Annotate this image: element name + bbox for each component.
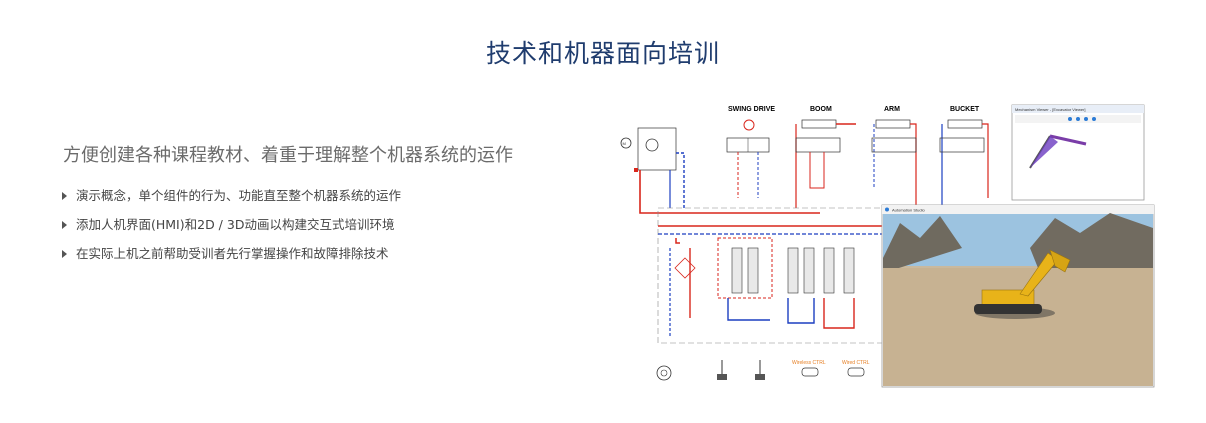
simulation-window[interactable]: Automation Studio — [881, 204, 1155, 388]
boom-label: BOOM — [810, 106, 832, 113]
feature-text: 添加人机界面(HMI)和2D / 3D动画以构建交互式培训环境 — [76, 217, 395, 232]
feature-text: 演示概念，单个组件的行为、功能直至整个机器系统的运作 — [76, 188, 402, 203]
feature-item: 添加人机界面(HMI)和2D / 3D动画以构建交互式培训环境 — [62, 215, 401, 244]
bucket-label: BUCKET — [950, 106, 980, 113]
feature-item: 在实际上机之前帮助受训者先行掌握操作和故障排除技术 — [62, 244, 401, 273]
svg-text:M: M — [623, 141, 626, 146]
bucket-circuit — [939, 119, 989, 208]
mechanism-viewer-title: Mechanism Viewer - [Excavator Viewer] — [1015, 107, 1086, 112]
hydraulic-simulation-figure: M SWING DRIVE BOOM ARM BUCKET — [610, 98, 1170, 393]
boom-circuit — [795, 119, 856, 208]
pump-unit: M — [620, 127, 820, 214]
bullet-arrow-icon — [62, 192, 67, 200]
feature-list: 演示概念，单个组件的行为、功能直至整个机器系统的运作 添加人机界面(HMI)和2… — [62, 186, 401, 273]
simulation-window-title: Automation Studio — [892, 208, 925, 213]
page-subtitle: 方便创建各种课程教材、着重于理解整个机器系统的运作 — [63, 145, 513, 166]
page-title: 技术和机器面向培训 — [485, 39, 720, 68]
arm-circuit — [871, 119, 917, 208]
bullet-arrow-icon — [62, 250, 67, 258]
swing-drive-label: SWING DRIVE — [728, 106, 775, 113]
arm-label: ARM — [884, 106, 900, 113]
controls-row: Wireless CTRL Wired CTRL — [656, 360, 870, 381]
feature-item: 演示概念，单个组件的行为、功能直至整个机器系统的运作 — [62, 186, 401, 215]
mechanism-viewer-window[interactable]: Mechanism Viewer - [Excavator Viewer] — [1011, 104, 1145, 201]
bullet-arrow-icon — [62, 221, 67, 229]
feature-text: 在实际上机之前帮助受训者先行掌握操作和故障排除技术 — [76, 246, 389, 261]
swing-drive-circuit — [726, 119, 770, 198]
wired-ctrl-label: Wired CTRL — [842, 360, 870, 366]
wireless-ctrl-label: Wireless CTRL — [792, 360, 826, 366]
